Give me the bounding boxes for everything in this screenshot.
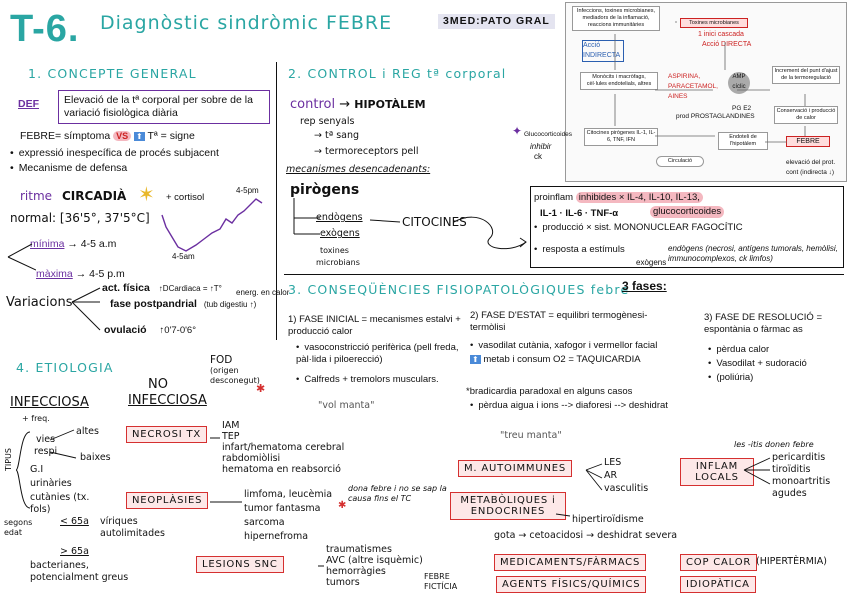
etiology-connectors [0,0,848,599]
